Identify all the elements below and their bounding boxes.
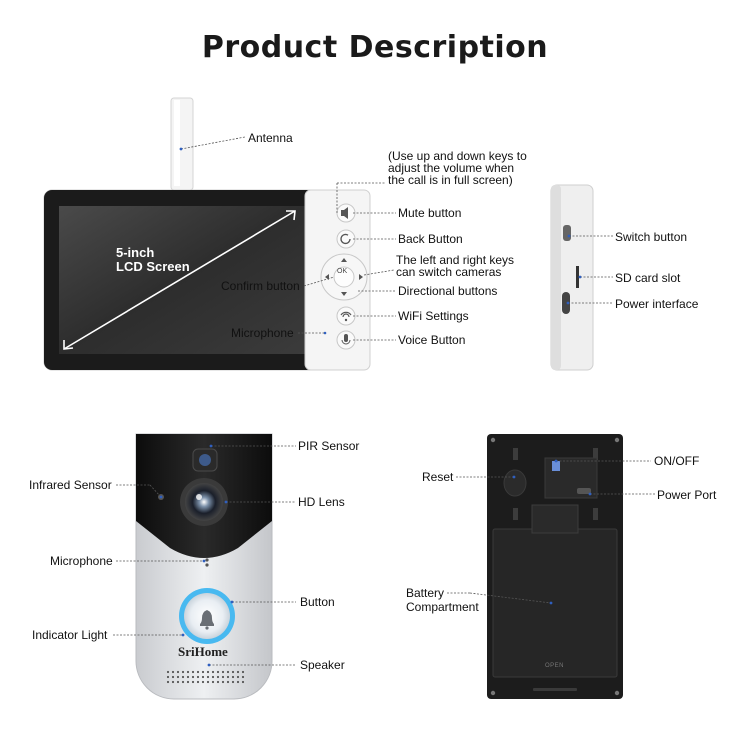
back-plate (487, 434, 623, 699)
label-sd-card-slot: SD card slot (615, 271, 681, 285)
wifi-button-shape (336, 306, 356, 326)
camera-note-line2: can switch cameras (396, 265, 502, 279)
screen-size-line1: 5-inch (116, 245, 155, 260)
back-leader-dots (512, 459, 592, 605)
label-monitor-microphone: Microphone (231, 326, 294, 340)
screen-size-line2: LCD Screen (116, 259, 190, 274)
volume-note: (Use up and down keys to adjust the volu… (388, 150, 527, 186)
label-speaker: Speaker (300, 658, 345, 672)
srihome-logo: SriHome (178, 644, 228, 659)
label-infrared-sensor: Infrared Sensor (29, 478, 112, 492)
speaker-grille (166, 670, 245, 684)
label-indicator-light: Indicator Light (32, 628, 108, 642)
ok-button-label: OK (337, 268, 348, 275)
mute-button-shape (336, 203, 356, 223)
label-mute-button: Mute button (398, 206, 462, 220)
doorbell-leader-lines (113, 445, 296, 666)
microphone-hole (323, 331, 327, 335)
label-power-port: Power Port (657, 488, 717, 502)
label-hd-lens: HD Lens (298, 495, 345, 509)
label-voice-button: Voice Button (398, 333, 466, 347)
volume-note-line3: the call is in full screen) (388, 173, 513, 187)
page-title: Product Description (201, 30, 549, 65)
label-wifi-settings: WiFi Settings (398, 309, 469, 323)
label-doorbell-button: Button (300, 595, 335, 609)
label-antenna: Antenna (248, 131, 293, 145)
volume-note-line2: adjust the volume when (388, 161, 515, 175)
label-doorbell-microphone: Microphone (50, 554, 113, 568)
back-leader-lines (447, 460, 655, 604)
screen-size-text: 5-inch LCD Screen (116, 246, 190, 274)
camera-note: The left and right keys can switch camer… (396, 254, 514, 278)
monitor-body (43, 189, 371, 371)
antenna (170, 97, 194, 191)
label-on-off: ON/OFF (654, 454, 700, 468)
open-marking: OPEN (545, 663, 565, 669)
label-switch-button: Switch button (615, 230, 688, 244)
label-reset: Reset (422, 470, 454, 484)
voice-button-shape (336, 330, 356, 350)
label-directional-buttons: Directional buttons (398, 284, 498, 298)
battery-label-line2: Compartment (406, 600, 479, 614)
volume-note-line1: (Use up and down keys to (388, 149, 527, 163)
dpad-shape (320, 253, 368, 301)
label-confirm-button: Confirm button (221, 279, 300, 293)
label-back-button: Back Button (398, 232, 463, 246)
doorbell-leader-dots (159, 444, 234, 667)
monitor-side-view (550, 184, 594, 371)
back-button-shape (336, 229, 356, 249)
label-power-interface: Power interface (615, 297, 699, 311)
label-battery-compartment: Battery Compartment (406, 586, 479, 614)
label-pir-sensor: PIR Sensor (298, 439, 360, 453)
camera-note-line1: The left and right keys (396, 253, 515, 267)
battery-label-line1: Battery (406, 586, 445, 600)
